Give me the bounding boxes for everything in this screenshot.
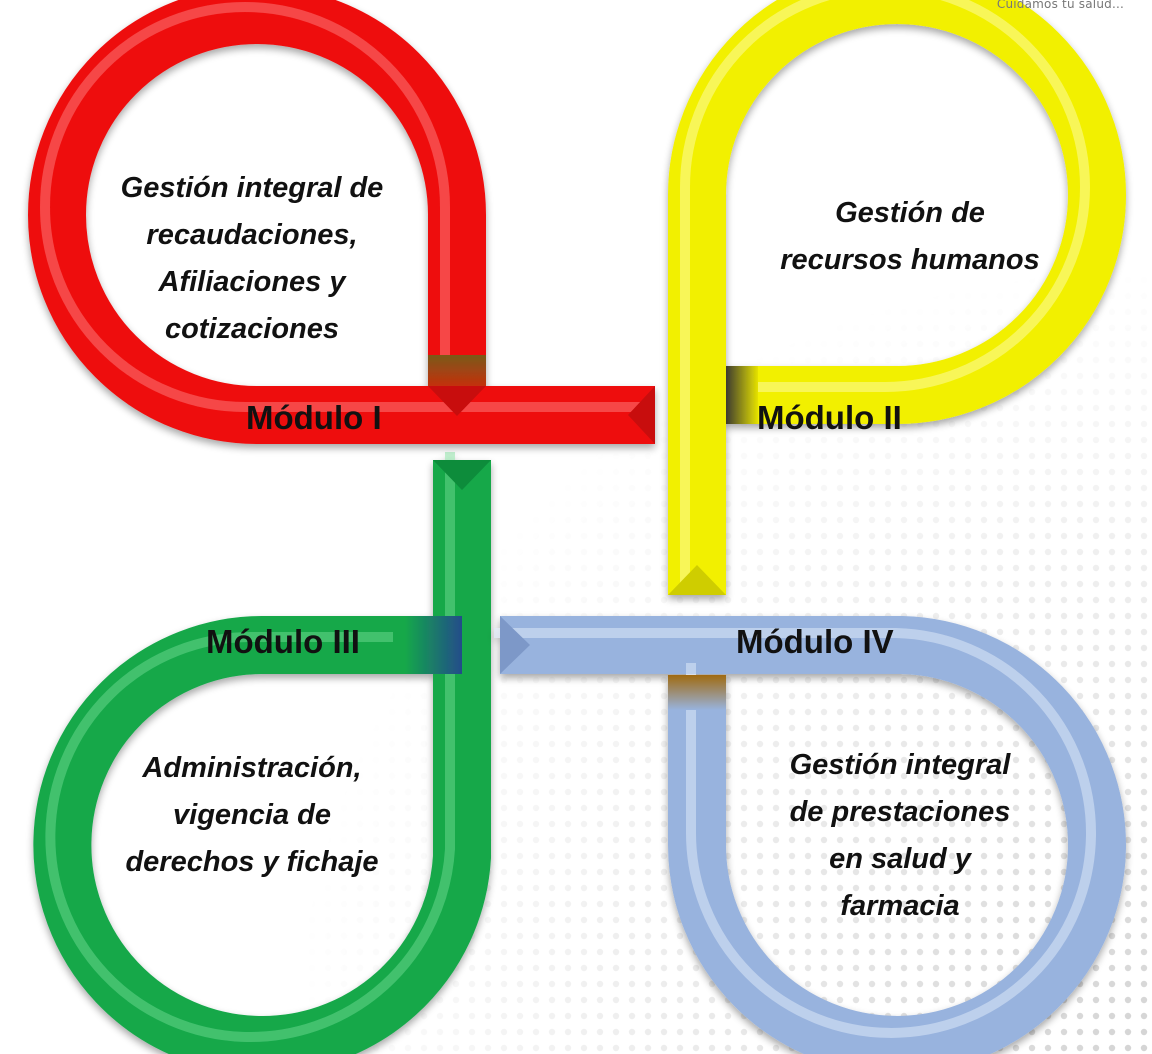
brand-tagline: Cuidamos tu salud... — [996, 0, 1124, 11]
module-3-loop — [33, 452, 491, 1054]
module-4-label: Módulo IV — [736, 623, 894, 660]
module-1-label: Módulo I — [246, 399, 382, 436]
module-1-loop — [28, 0, 655, 444]
module-2-label: Módulo II — [757, 399, 902, 436]
module-1-description: Gestión integral de recaudaciones, Afili… — [120, 172, 384, 345]
module-3-description: Administración, vigencia de derechos y f… — [125, 752, 379, 878]
module-2-description: Gestión de recursos humanos — [780, 197, 1040, 276]
module-3-label: Módulo III — [206, 623, 360, 660]
module-4-loop — [494, 616, 1126, 1054]
module-4-description: Gestión integral de prestaciones en salu… — [789, 749, 1011, 922]
module-2-loop — [668, 0, 1126, 595]
